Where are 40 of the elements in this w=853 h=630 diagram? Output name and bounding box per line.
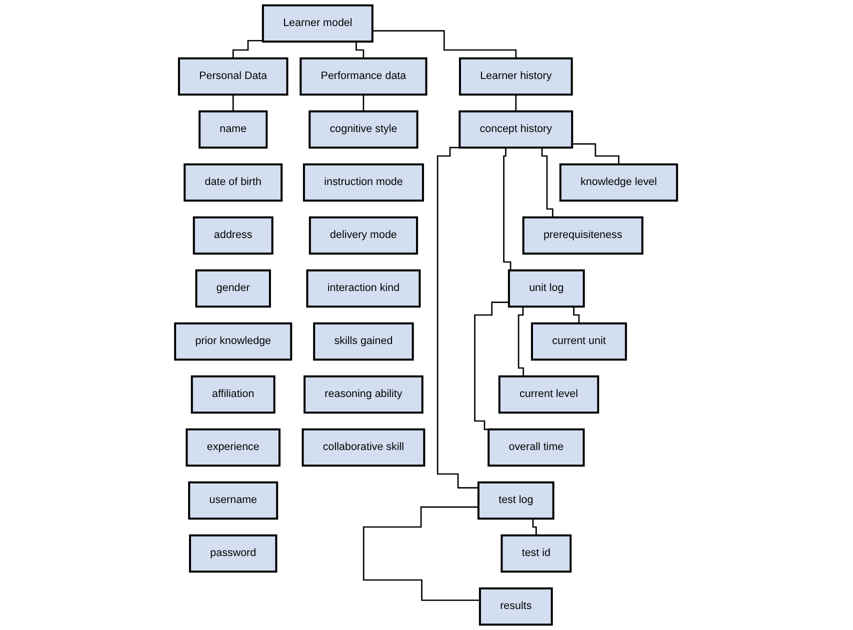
- node-box: Performance data: [300, 57, 428, 96]
- connector: [437, 146, 479, 488]
- node-box: experience: [186, 428, 281, 467]
- node-box: test log: [478, 481, 555, 520]
- node-box: current level: [498, 375, 600, 414]
- node-box: skills gained: [314, 322, 414, 361]
- node-box: password: [189, 534, 278, 573]
- node-box: interaction kind: [306, 269, 422, 308]
- connector: [363, 94, 365, 112]
- node-box: date of birth: [184, 163, 284, 202]
- connector: [474, 302, 510, 430]
- node-box: gender: [196, 269, 272, 308]
- node-box: username: [188, 481, 279, 520]
- node-box: Personal Data: [178, 57, 289, 96]
- node-box: reasoning ability: [304, 375, 424, 414]
- node-box: Learner history: [459, 57, 574, 96]
- node-box: delivery mode: [309, 216, 418, 255]
- node-box: address: [193, 216, 274, 255]
- node-box: concept history: [459, 110, 574, 149]
- node-box: unit log: [508, 269, 586, 308]
- node-box: cognitive style: [309, 110, 419, 149]
- connector: [516, 94, 517, 112]
- node-box: instruction mode: [303, 163, 424, 202]
- node-box: current unit: [531, 322, 628, 361]
- node-box: name: [198, 110, 268, 149]
- node-box: results: [479, 587, 554, 626]
- node-box: test id: [501, 534, 572, 573]
- node-box: Learner model: [262, 4, 374, 43]
- node-box: collaborative skill: [302, 428, 426, 467]
- node-box: prerequisiteness: [522, 216, 644, 255]
- connector: [530, 518, 538, 536]
- connector: [232, 40, 264, 60]
- connector: [372, 30, 517, 60]
- connector: [572, 143, 620, 166]
- connector: [363, 506, 480, 601]
- node-box: overall time: [488, 428, 586, 467]
- node-box: prior knowledge: [174, 322, 293, 361]
- node-box: affiliation: [191, 375, 276, 414]
- connector: [232, 94, 234, 112]
- node-box: knowledge level: [560, 163, 678, 202]
